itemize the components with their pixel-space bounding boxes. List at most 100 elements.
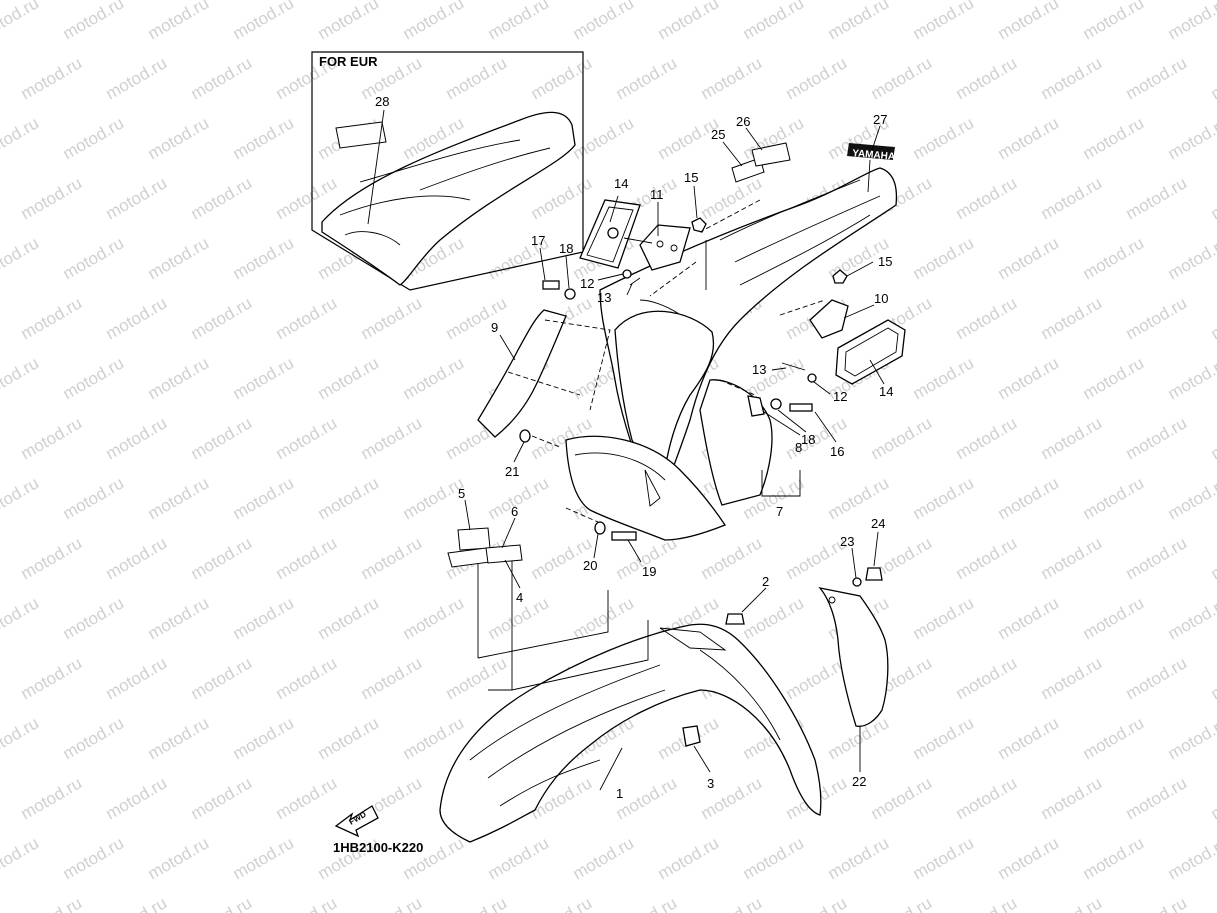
watermark-text: motod.ru: [145, 593, 213, 643]
hardware-right: [719, 362, 817, 417]
watermark-text: motod.ru: [443, 893, 511, 913]
watermark-text: motod.ru: [60, 833, 128, 883]
callout-16: 16: [830, 444, 844, 459]
rear-fender-line: [734, 195, 881, 263]
watermark-text: motod.ru: [315, 593, 383, 643]
leader-line: [565, 255, 570, 289]
watermark-text: motod.ru: [0, 713, 42, 763]
watermark-text: motod.ru: [230, 713, 298, 763]
watermark-text: motod.ru: [953, 173, 1021, 223]
watermark-text: motod.ru: [60, 593, 128, 643]
callout-28: 28: [375, 94, 389, 109]
watermark-text: motod.ru: [1080, 593, 1148, 643]
watermark-text: motod.ru: [1208, 413, 1217, 463]
decal-6: [485, 544, 523, 564]
watermark-text: motod.ru: [783, 893, 851, 913]
watermark-text: motod.ru: [145, 0, 213, 43]
watermark-text: motod.ru: [995, 353, 1063, 403]
callout-12-right: 12: [833, 389, 847, 404]
leader-line: [513, 441, 525, 463]
reflector-right: [835, 319, 906, 385]
leader-line: [851, 547, 857, 579]
inset-label: FOR EUR: [319, 54, 378, 69]
watermark-text: motod.ru: [1165, 233, 1217, 283]
watermark-text: motod.ru: [230, 0, 298, 43]
watermark-text: motod.ru: [145, 353, 213, 403]
watermark-text: motod.ru: [868, 53, 936, 103]
watermark-text: motod.ru: [315, 713, 383, 763]
watermark-text: motod.ru: [273, 413, 341, 463]
watermark-text: motod.ru: [1038, 53, 1106, 103]
callout-11: 11: [650, 187, 664, 202]
leader-line: [623, 237, 653, 244]
watermark-text: motod.ru: [18, 893, 86, 913]
watermark-text: motod.ru: [1123, 293, 1191, 343]
leader-line: [597, 273, 624, 281]
watermark-text: motod.ru: [995, 593, 1063, 643]
watermark-text: motod.ru: [868, 893, 936, 913]
leader-line: [763, 411, 801, 436]
watermark-text: motod.ru: [1165, 833, 1217, 883]
watermark-text: motod.ru: [0, 233, 42, 283]
callout-1: 1: [616, 786, 623, 801]
watermark-text: motod.ru: [995, 473, 1063, 523]
watermark-text: motod.ru: [443, 53, 511, 103]
front-fender-line: [699, 649, 781, 741]
watermark-text: motod.ru: [273, 533, 341, 583]
reflector-left-hole: [607, 227, 619, 239]
watermark-text: motod.ru: [103, 413, 171, 463]
front-fender-line: [487, 689, 666, 779]
side-panel-9: [477, 309, 567, 438]
callout-6: 6: [511, 504, 518, 519]
watermark-text: motod.ru: [528, 173, 596, 223]
watermark-text: motod.ru: [698, 893, 766, 913]
callout-22: 22: [852, 774, 866, 789]
watermark-text: motod.ru: [1080, 113, 1148, 163]
leader-line: [741, 587, 767, 613]
dash-line: [531, 435, 561, 448]
watermark-text: motod.ru: [0, 593, 42, 643]
washer-18: [564, 288, 576, 300]
watermark-text: motod.ru: [485, 473, 553, 523]
watermark-text: motod.ru: [1038, 533, 1106, 583]
watermark-text: motod.ru: [358, 413, 426, 463]
watermark-text: motod.ru: [400, 0, 468, 43]
watermark-text: motod.ru: [1038, 293, 1106, 343]
decal-outline: [488, 620, 649, 691]
watermark-text: motod.ru: [60, 473, 128, 523]
watermark-text: motod.ru: [1208, 533, 1217, 583]
side-cover-body: [565, 435, 726, 541]
bolt-24: [865, 567, 883, 581]
watermark-text: motod.ru: [145, 473, 213, 523]
rear-fender-inner: [614, 310, 715, 471]
watermark-text: motod.ru: [188, 293, 256, 343]
watermark-text: motod.ru: [1165, 0, 1217, 43]
callout-20: 20: [583, 558, 597, 573]
watermark-text: motod.ru: [1038, 653, 1106, 703]
washer-20: [594, 521, 606, 535]
watermark-text: motod.ru: [0, 113, 42, 163]
leader-line: [846, 261, 874, 277]
watermark-text: motod.ru: [825, 0, 893, 43]
leader-bracket-7: [761, 470, 801, 497]
decal-27-badge: [847, 143, 895, 160]
watermark-text: motod.ru: [0, 473, 42, 523]
decal-27: YAMAHA: [847, 143, 896, 163]
watermark-text: motod.ru: [953, 533, 1021, 583]
leader-line: [813, 381, 831, 395]
watermark-text: motod.ru: [1080, 233, 1148, 283]
reflector-right-group: [779, 269, 906, 385]
bracket-10: [809, 299, 849, 339]
watermark-text: motod.ru: [1080, 0, 1148, 43]
watermark-text: motod.ru: [443, 653, 511, 703]
leader-line: [599, 747, 623, 791]
diagram-code: 1HB2100-K220: [333, 840, 423, 855]
reflector-left-inner: [586, 206, 634, 263]
watermark-text: motod.ru: [443, 293, 511, 343]
leader-line: [504, 559, 521, 589]
leader-line: [873, 531, 879, 567]
callout-14-right: 14: [879, 384, 893, 399]
bolt-17: [542, 280, 560, 290]
watermark-text: motod.ru: [273, 653, 341, 703]
decal-28: [335, 121, 387, 149]
